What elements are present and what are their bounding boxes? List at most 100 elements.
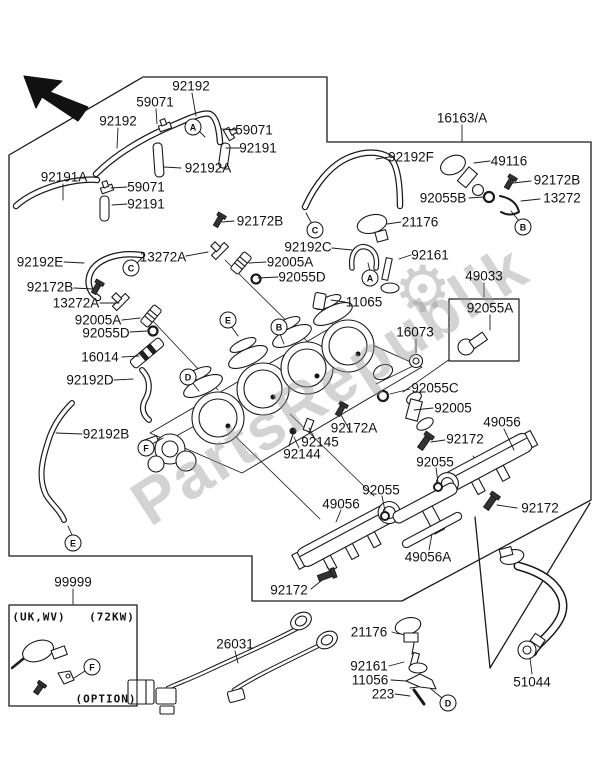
part-label-92055D-26: 92055D — [82, 325, 130, 341]
part-label-16163A-10: 16163/A — [436, 110, 488, 126]
part-label-92191A-6: 92191A — [40, 169, 88, 185]
oring-92055-a — [433, 482, 443, 492]
damper-92161-top — [380, 257, 400, 294]
part-label-21176-49: 21176 — [350, 624, 388, 640]
sensor-21176-bottom — [394, 617, 422, 655]
bracket-11056 — [405, 673, 437, 690]
pipe-16014 — [129, 337, 165, 369]
part-label-92172B-23: 92172B — [26, 279, 74, 295]
view-ref-A-0: A — [184, 118, 202, 136]
view-ref-D-7: D — [439, 694, 457, 712]
part-label-92055D-22: 92055D — [278, 269, 326, 285]
oring-92055C — [376, 389, 390, 403]
part-label-92005A-21: 92005A — [266, 254, 314, 270]
view-ref-C-5: C — [122, 259, 140, 277]
part-label-92172-39: 92172 — [446, 431, 484, 447]
inset-wedge-51044 — [474, 502, 591, 669]
view-ref-B-3: B — [270, 318, 288, 336]
part-label-92005A-25: 92005A — [74, 312, 122, 328]
part-label-92144-38: 92144 — [283, 446, 321, 462]
part-label-99999-47: 99999 — [54, 574, 92, 590]
joint-pipe-49056A — [392, 482, 463, 549]
part-label-92192C-17: 92192C — [284, 239, 332, 255]
part-label-UKWV-54: (UK,WV) — [12, 610, 66, 624]
part-label-92192F-11: 92192F — [388, 149, 434, 165]
tube-92191-b — [99, 195, 110, 222]
hose-92192F — [301, 149, 404, 211]
part-label-92191-8: 92191 — [127, 196, 165, 212]
oring-92055D-b — [147, 325, 159, 337]
oring-92055-b — [380, 511, 390, 521]
hose-92192C — [348, 243, 380, 271]
pin-92144 — [288, 427, 297, 447]
oring-92055D-a — [250, 273, 262, 285]
part-label-16014-31: 16014 — [81, 349, 119, 365]
part-label-OPTION-56: (OPTION) — [75, 692, 137, 706]
part-label-92145-37: 92145 — [301, 434, 339, 450]
part-label-49116-12: 49116 — [490, 153, 528, 169]
part-label-49033-28: 49033 — [465, 268, 503, 284]
hose-92192B — [38, 400, 75, 523]
part-label-92192D-32: 92192D — [66, 372, 114, 388]
part-label-92172-43: 92172 — [521, 500, 559, 516]
part-label-92005-34: 92005 — [434, 400, 472, 416]
part-label-92161-18: 92161 — [411, 247, 449, 263]
valve-49116 — [440, 154, 485, 197]
part-label-49056-35: 49056 — [483, 414, 521, 430]
part-label-92055C-33: 92055C — [411, 380, 459, 396]
part-label-13272A-20: 13272A — [139, 249, 187, 265]
part-label-13272-15: 13272 — [543, 190, 581, 206]
part-label-72KW-55: (72KW) — [89, 610, 135, 624]
small-parts — [10, 118, 546, 706]
bracket-13272 — [499, 195, 520, 216]
washer-16073 — [408, 353, 424, 369]
damper-92161-bottom — [408, 651, 428, 674]
view-ref-F-10: F — [137, 439, 155, 457]
part-label-92172B-9: 92172B — [236, 213, 284, 229]
tube-92191-a — [218, 142, 231, 169]
part-label-11056-51: 11056 — [351, 672, 389, 688]
view-ref-B-2: B — [514, 218, 532, 236]
part-label-92192B-44: 92192B — [82, 426, 130, 442]
regulator-49033 — [448, 298, 520, 362]
part-label-92055-41: 92055 — [362, 482, 400, 498]
screw-223 — [409, 686, 426, 706]
tube-92192A — [152, 142, 165, 178]
option-box-border — [8, 604, 138, 707]
view-ref-D-6: D — [179, 368, 197, 386]
bolts — [90, 173, 518, 582]
part-label-92055-40: 92055 — [416, 454, 454, 470]
part-label-92172A-36: 92172A — [330, 420, 378, 436]
part-label-92055A-29: 92055A — [466, 300, 514, 316]
view-ref-C-4: C — [306, 221, 324, 239]
part-label-92191-4: 92191 — [239, 140, 277, 156]
fitting-51044-bottom — [517, 632, 546, 660]
part-label-59071-3: 59071 — [235, 122, 273, 138]
part-label-49056-42: 49056 — [322, 496, 360, 512]
part-label-92192-2: 92192 — [99, 113, 137, 129]
part-label-92172-46: 92172 — [270, 582, 308, 598]
frame-border — [8, 76, 592, 707]
part-label-92161-50: 92161 — [350, 658, 388, 674]
part-label-21176-16: 21176 — [401, 214, 439, 230]
hose-92192D — [139, 367, 152, 423]
part-label-49056A-45: 49056A — [404, 549, 452, 565]
fitting-51044-top — [498, 546, 525, 565]
view-ref-E-8: E — [219, 311, 237, 329]
hose-92191A — [12, 176, 101, 210]
damper-92145 — [302, 417, 315, 433]
part-label-16073-30: 16073 — [396, 324, 434, 340]
part-label-92055B-14: 92055B — [419, 190, 467, 206]
part-label-92192-0: 92192 — [172, 78, 210, 94]
cap-11065 — [312, 292, 327, 311]
part-label-59071-7: 59071 — [127, 179, 165, 195]
option-box-parts — [10, 639, 75, 696]
elbow-92005 — [405, 391, 434, 431]
sensor-21176-top — [356, 213, 389, 243]
hose-92192-top — [92, 110, 224, 178]
part-label-59071-1: 59071 — [136, 94, 174, 110]
part-label-223-52: 223 — [371, 686, 395, 702]
part-label-11065-27: 11065 — [345, 294, 383, 310]
